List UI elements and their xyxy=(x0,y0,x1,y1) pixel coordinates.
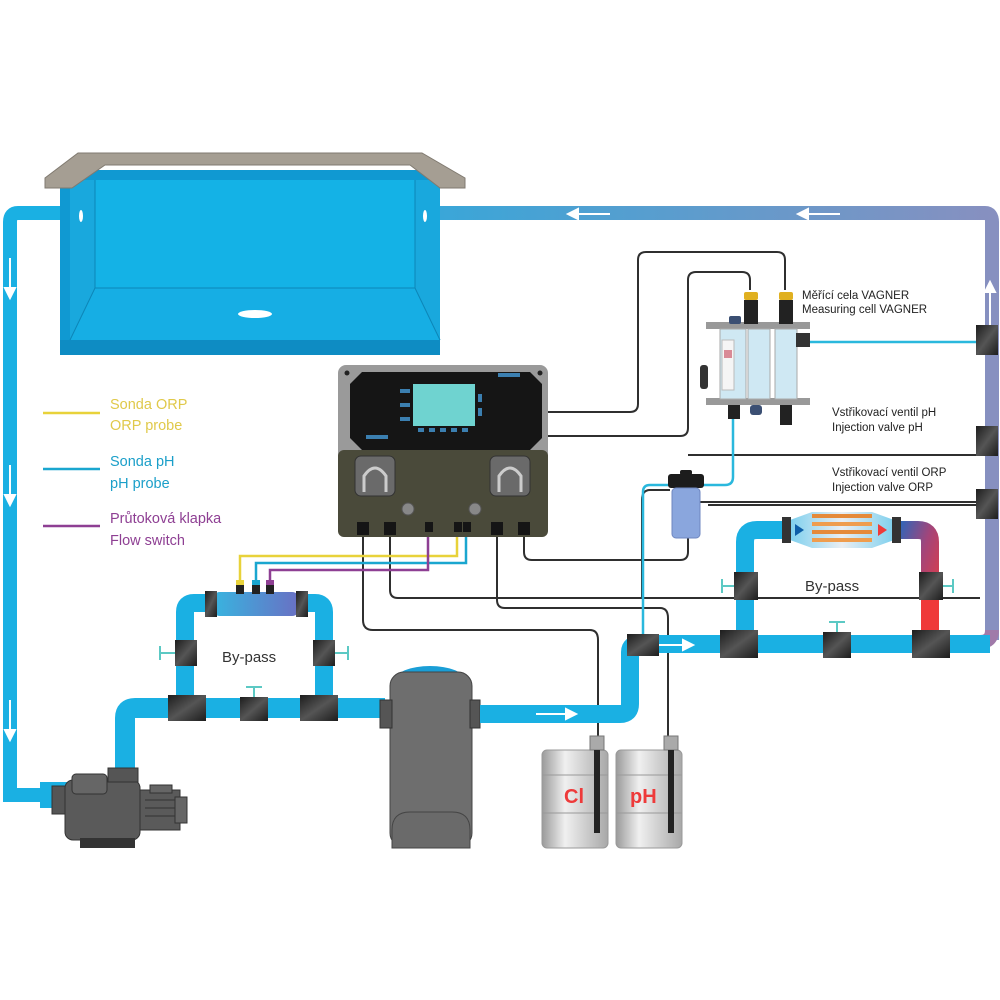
bypass-main-valve xyxy=(240,697,268,721)
bypass-label-left: By-pass xyxy=(222,649,276,666)
tee-fitting xyxy=(720,630,758,658)
peristaltic-pump-ph xyxy=(489,455,531,497)
measuring-cell-label: Měřící cela VAGNER Measuring cell VAGNER xyxy=(802,290,927,316)
measuring-cell xyxy=(700,292,810,425)
pool-inlet xyxy=(423,210,427,222)
pool-drain xyxy=(238,310,272,318)
injection-ph-cz: Vstřikovací ventil pH xyxy=(832,407,936,419)
injection-valve-orp xyxy=(976,489,998,519)
return-pipe-fittings xyxy=(976,325,998,519)
tank-label-ph: pH xyxy=(630,786,657,808)
legend: Sonda ORP ORP probe Sonda pH pH probe Pr… xyxy=(43,397,222,549)
injection-orp-en: Injection valve ORP xyxy=(832,482,933,494)
tank-ph: pH xyxy=(615,735,683,849)
pump xyxy=(40,767,188,848)
suction-pipe xyxy=(3,206,70,802)
injection-orp-cz: Vstřikovací ventil ORP xyxy=(832,467,947,479)
bypass-label-right: By-pass xyxy=(805,578,859,595)
tank-cl: Cl xyxy=(541,735,609,849)
bypass-main-valve xyxy=(823,632,851,658)
measuring-cell-en: Measuring cell VAGNER xyxy=(802,304,927,316)
pool-coping xyxy=(44,152,466,189)
tank-label-cl: Cl xyxy=(564,786,584,808)
controller xyxy=(338,365,548,537)
flow-arrow xyxy=(3,258,17,743)
pool xyxy=(44,152,466,355)
injection-valve-ph xyxy=(976,426,998,456)
sample-water-line xyxy=(641,340,980,645)
legend-ph-en: pH probe xyxy=(110,476,170,492)
tee-fitting xyxy=(168,695,206,721)
legend-orp-en: ORP probe xyxy=(110,418,182,434)
right-bypass: By-pass xyxy=(720,512,954,658)
water-prefilter xyxy=(668,470,704,539)
injection-labels: Vstřikovací ventil pH Injection valve pH… xyxy=(832,407,947,494)
injection-ph-en: Injection valve pH xyxy=(832,422,923,434)
sample-tap-fitting xyxy=(627,634,659,656)
pool-skimmer xyxy=(79,210,83,222)
probe-housing xyxy=(212,592,300,616)
legend-orp-cz: Sonda ORP xyxy=(110,397,187,413)
sample-inlet-fitting xyxy=(976,325,998,355)
bypass-valve xyxy=(175,640,197,666)
left-bypass: By-pass xyxy=(115,580,385,775)
measuring-cell-cz: Měřící cela VAGNER xyxy=(802,290,909,302)
controller-screen xyxy=(413,384,475,426)
bypass-valve xyxy=(313,640,335,666)
legend-ph-cz: Sonda pH xyxy=(110,454,175,470)
bypass-valve xyxy=(734,572,758,600)
tee-fitting xyxy=(912,630,950,658)
heat-exchanger xyxy=(782,512,901,548)
bypass-valve xyxy=(919,572,943,600)
peristaltic-pump-cl xyxy=(354,455,396,497)
sand-filter xyxy=(379,666,481,849)
tee-fitting xyxy=(300,695,338,721)
main-pipe xyxy=(480,634,990,723)
legend-flow-en: Flow switch xyxy=(110,533,185,549)
legend-flow-cz: Průtoková klapka xyxy=(110,511,222,527)
flow-arrow xyxy=(536,638,696,721)
flow-arrow xyxy=(565,207,997,330)
